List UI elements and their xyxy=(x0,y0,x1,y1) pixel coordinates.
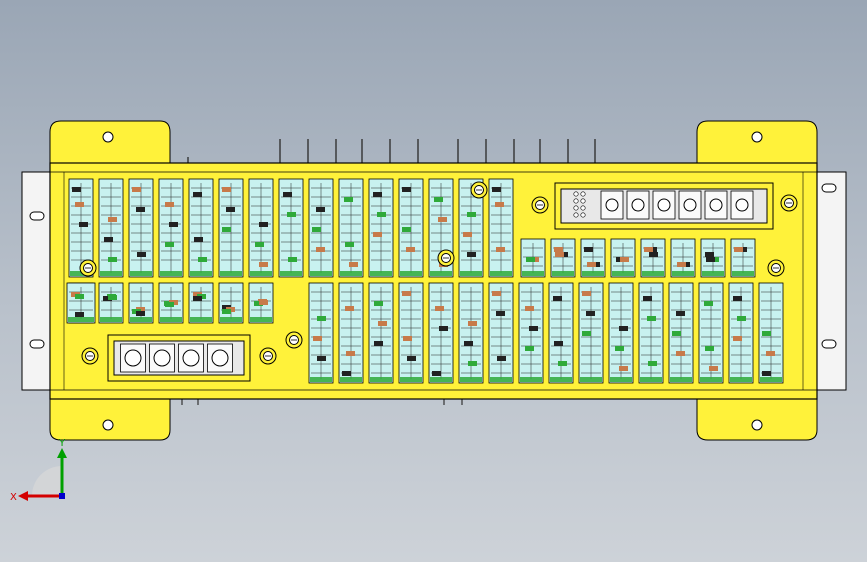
vent-slot xyxy=(700,238,726,278)
vent-slot xyxy=(368,282,394,384)
x-axis-arrow xyxy=(18,491,28,501)
y-axis-label: Y xyxy=(58,438,66,449)
vent-slot xyxy=(128,178,154,278)
vent-slot xyxy=(548,282,574,384)
top-pins xyxy=(181,139,596,405)
vent-slot xyxy=(670,238,696,278)
vent-slot xyxy=(158,282,184,324)
x-axis-label: X xyxy=(10,492,17,503)
vent-slot xyxy=(638,282,664,384)
vent-slot xyxy=(550,238,576,278)
vent-slot xyxy=(308,282,334,384)
vent-slot xyxy=(668,282,694,384)
vent-slot xyxy=(278,178,304,278)
triad-plane xyxy=(32,466,62,496)
vent-slot xyxy=(520,238,546,278)
vent-slot xyxy=(428,282,454,384)
screw-boss xyxy=(437,249,455,267)
screw-boss xyxy=(285,331,303,349)
vent-slot xyxy=(698,282,724,384)
screw-boss xyxy=(81,347,99,365)
vent-slot xyxy=(580,238,606,278)
terminal-port[interactable] xyxy=(211,349,229,367)
vent-slot xyxy=(248,282,274,324)
terminal-port[interactable] xyxy=(124,349,142,367)
vent-slot xyxy=(518,282,544,384)
vent-slot xyxy=(398,282,424,384)
vent-slot xyxy=(608,282,634,384)
terminal-port[interactable] xyxy=(735,198,749,212)
left-flange xyxy=(21,171,55,391)
right-flange xyxy=(813,171,847,391)
vent-slot xyxy=(458,282,484,384)
terminal-port[interactable] xyxy=(605,198,619,212)
vent-slot xyxy=(730,238,756,278)
terminal-port[interactable] xyxy=(683,198,697,212)
vent-slot xyxy=(640,238,666,278)
terminal-port[interactable] xyxy=(657,198,671,212)
z-axis-marker xyxy=(59,493,65,499)
terminal-port[interactable] xyxy=(153,349,171,367)
terminal-port[interactable] xyxy=(631,198,645,212)
vent-slot xyxy=(218,282,244,324)
vent-slot xyxy=(248,178,274,278)
vent-slot xyxy=(218,178,244,278)
vent-slot xyxy=(188,178,214,278)
vent-slot xyxy=(758,282,784,384)
terminal-port[interactable] xyxy=(709,198,723,212)
vent-slot xyxy=(66,282,96,324)
screw-boss xyxy=(767,259,785,277)
vent-slot xyxy=(338,282,364,384)
vent-slot xyxy=(308,178,334,278)
vent-slot xyxy=(488,282,514,384)
vent-slot xyxy=(578,282,604,384)
terminal-port[interactable] xyxy=(182,349,200,367)
terminal-block-right[interactable] xyxy=(554,182,774,230)
vent-slot xyxy=(338,178,364,278)
vent-slot xyxy=(728,282,754,384)
vent-grid xyxy=(66,178,784,384)
terminal-block-left[interactable] xyxy=(107,334,251,382)
bracket-bottom-right xyxy=(696,397,818,441)
axis-triad: Y X xyxy=(10,438,67,503)
vent-slot xyxy=(398,178,424,278)
vent-slot xyxy=(98,178,124,278)
screw-boss xyxy=(79,259,97,277)
bracket-top-left xyxy=(49,120,171,166)
screw-bosses xyxy=(79,181,798,365)
vent-slot xyxy=(188,282,214,324)
y-axis-arrow xyxy=(57,448,67,458)
vent-slot xyxy=(488,178,514,278)
screw-boss xyxy=(780,194,798,212)
vent-slot xyxy=(610,238,636,278)
vent-slot xyxy=(158,178,184,278)
vent-slot xyxy=(128,282,154,324)
vent-slot xyxy=(98,282,124,324)
bracket-bottom-left xyxy=(49,397,171,441)
vent-slot xyxy=(368,178,394,278)
screw-boss xyxy=(470,181,488,199)
bracket-top-right xyxy=(696,120,818,166)
screw-boss xyxy=(259,347,277,365)
screw-boss xyxy=(531,196,549,214)
